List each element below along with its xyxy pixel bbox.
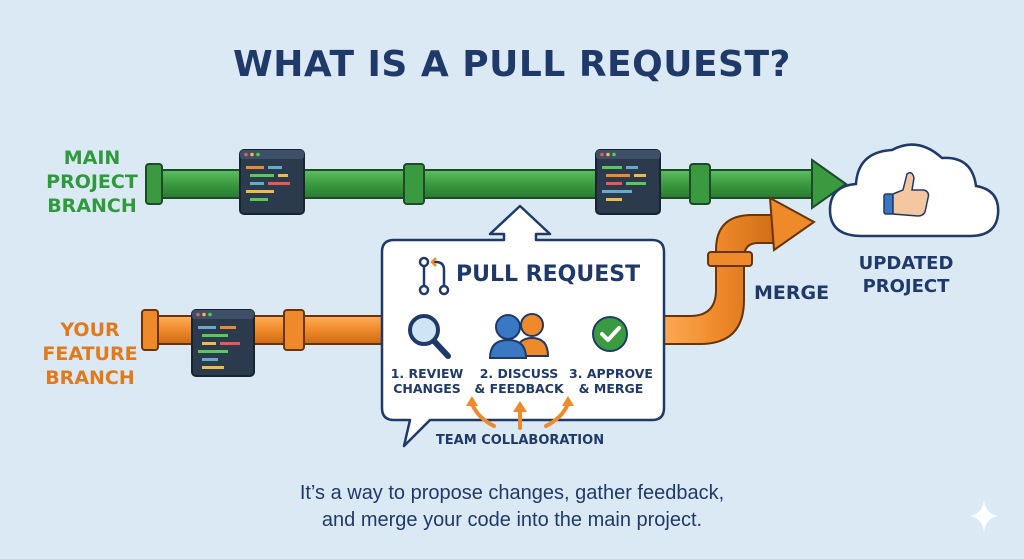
pull-request-title: PULL REQUEST bbox=[456, 262, 641, 287]
checkmark-icon bbox=[592, 316, 628, 352]
main-branch-label-line: PROJECT bbox=[46, 171, 138, 193]
caption-line: It’s a way to propose changes, gather fe… bbox=[299, 482, 725, 504]
main-branch-label-line: MAIN bbox=[63, 147, 121, 169]
pull-request-icon bbox=[418, 256, 450, 296]
feature-branch-label: YOUR FEATURE BRANCH bbox=[30, 318, 150, 390]
thumbs-up-icon bbox=[883, 171, 930, 217]
step-label-line: 2. DISCUSS bbox=[479, 366, 559, 381]
caption-line: and merge your code into the main projec… bbox=[321, 509, 703, 531]
step-label-line: 3. APPROVE bbox=[569, 366, 653, 381]
team-collaboration-label: TEAM COLLABORATION bbox=[435, 433, 605, 448]
main-branch-label-line: BRANCH bbox=[47, 195, 137, 217]
code-window-icon bbox=[191, 309, 255, 377]
code-window-icon bbox=[595, 149, 661, 215]
step-label-line: 1. REVIEW bbox=[390, 366, 464, 381]
magnifier-icon bbox=[408, 314, 451, 359]
feature-branch-label-line: BRANCH bbox=[45, 367, 135, 389]
step-label-line: CHANGES bbox=[393, 381, 461, 396]
updated-project-line: UPDATED bbox=[858, 253, 954, 274]
step-discuss: 2. DISCUSS & FEEDBACK bbox=[469, 366, 569, 396]
merge-arrow-head bbox=[768, 196, 816, 252]
main-branch-label: MAIN PROJECT BRANCH bbox=[32, 146, 152, 218]
code-window-icon bbox=[239, 149, 305, 215]
updated-project-line: PROJECT bbox=[862, 276, 950, 297]
sparkle-icon bbox=[970, 500, 998, 532]
step-label-line: & FEEDBACK bbox=[474, 381, 564, 396]
caption: It’s a way to propose changes, gather fe… bbox=[0, 480, 1024, 534]
page-title: WHAT IS A PULL REQUEST? bbox=[233, 44, 791, 85]
main-arrow-head bbox=[811, 158, 848, 210]
step-review: 1. REVIEW CHANGES bbox=[377, 366, 477, 396]
step-label-line: & MERGE bbox=[578, 381, 644, 396]
merge-label: MERGE bbox=[754, 282, 830, 304]
collaboration-arrows bbox=[466, 396, 574, 430]
updated-project-label: UPDATED PROJECT bbox=[836, 252, 976, 298]
feature-branch-label-line: FEATURE bbox=[42, 343, 138, 365]
feature-branch-label-line: YOUR bbox=[60, 319, 120, 341]
step-approve: 3. APPROVE & MERGE bbox=[561, 366, 661, 396]
people-icon bbox=[488, 313, 550, 359]
